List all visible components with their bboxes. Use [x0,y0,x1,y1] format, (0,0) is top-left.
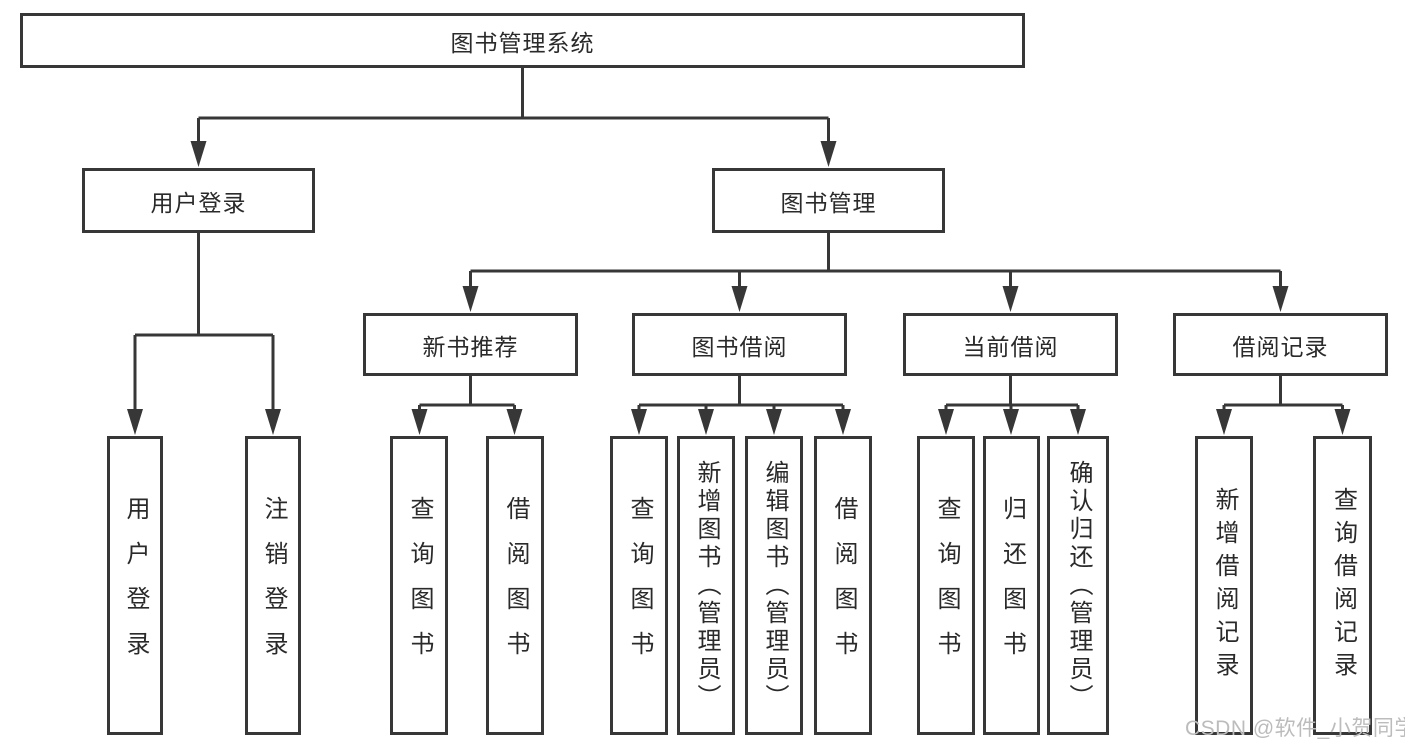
root-box-library-system: 图书管理系统 [20,13,1025,68]
leaf-borrow-borrow-book: 借阅图书 [814,436,872,735]
node-label: 借阅图书 [502,495,529,676]
node-label: 查询图书 [933,495,960,676]
leaf-user-login: 用户登录 [107,436,163,735]
node-label: 用户登录 [150,189,247,216]
arrowhead [1002,286,1019,312]
edge-userlogin-to-leaves [133,233,275,412]
arrowhead [731,286,748,312]
arrowhead [938,409,954,435]
edge-borrow-to-leaves [637,376,845,412]
arrowhead [766,409,782,435]
arrowhead [265,409,281,435]
arrowhead [631,409,647,435]
leaf-borrow-add-book-admin: 新增图书（管理员） [677,436,735,735]
leaf-borrow-edit-book-admin: 编辑图书（管理员） [745,436,803,735]
node-label: 当前借阅 [962,333,1059,360]
node-label: 图书管理系统 [450,29,595,56]
node-label: 编辑图书（管理员） [761,459,788,712]
node-borrow-records: 借阅记录 [1173,313,1388,376]
node-label: 查询借阅记录 [1329,486,1357,685]
edge-bookmgmt-to-level3 [469,233,1282,290]
leaf-recommend-query-book: 查询图书 [390,436,448,735]
edge-records-to-leaves [1222,376,1344,412]
arrowhead [506,409,523,435]
node-label: 新增借阅记录 [1211,486,1238,685]
node-book-borrow: 图书借阅 [632,313,847,376]
node-label: 归还图书 [998,495,1026,676]
arrowhead [835,409,851,435]
node-label: 新增图书（管理员） [693,459,720,712]
node-label: 借阅图书 [830,495,857,676]
arrowhead [411,409,428,435]
node-label: 查询图书 [406,495,433,676]
node-label: 确认归还（管理员） [1065,459,1092,712]
arrowhead [462,286,479,312]
node-label: 图书借阅 [691,333,788,360]
node-current-borrow: 当前借阅 [903,313,1118,376]
arrowhead [1334,409,1351,435]
node-book-management: 图书管理 [712,168,945,233]
node-label: 新书推荐 [422,333,519,360]
arrowhead [820,141,837,167]
arrowhead [1272,286,1289,312]
edge-current-to-leaves [944,376,1080,412]
leaf-current-query-book: 查询图书 [917,436,975,735]
node-new-book-recommend: 新书推荐 [363,313,578,376]
leaf-borrow-query-book: 查询图书 [610,436,668,735]
connector-strokes [133,68,1344,412]
node-label: 图书管理 [780,189,877,216]
leaf-records-add-record: 新增借阅记录 [1195,436,1253,735]
leaf-records-query-record: 查询借阅记录 [1313,436,1372,735]
node-label: 用户登录 [122,495,149,676]
arrowhead [1070,409,1086,435]
csdn-watermark: CSDN @软件_小贺同学 [1185,717,1405,740]
leaf-current-return-book: 归还图书 [983,436,1040,735]
edge-recommend-to-leaves [418,376,516,412]
edge-root-to-level2 [197,68,830,146]
leaf-current-confirm-return-admin: 确认归还（管理员） [1047,436,1109,735]
node-label: 查询图书 [626,495,653,676]
node-label: 注销登录 [260,495,287,676]
arrowhead [698,409,714,435]
leaf-logout: 注销登录 [245,436,301,735]
node-user-login: 用户登录 [82,168,315,233]
arrowhead [127,409,143,435]
node-label: 借阅记录 [1232,333,1329,360]
arrowhead [190,141,207,167]
arrowheads [127,141,1351,435]
leaf-recommend-borrow-book: 借阅图书 [486,436,544,735]
arrowhead [1003,409,1019,435]
arrowhead [1216,409,1232,435]
